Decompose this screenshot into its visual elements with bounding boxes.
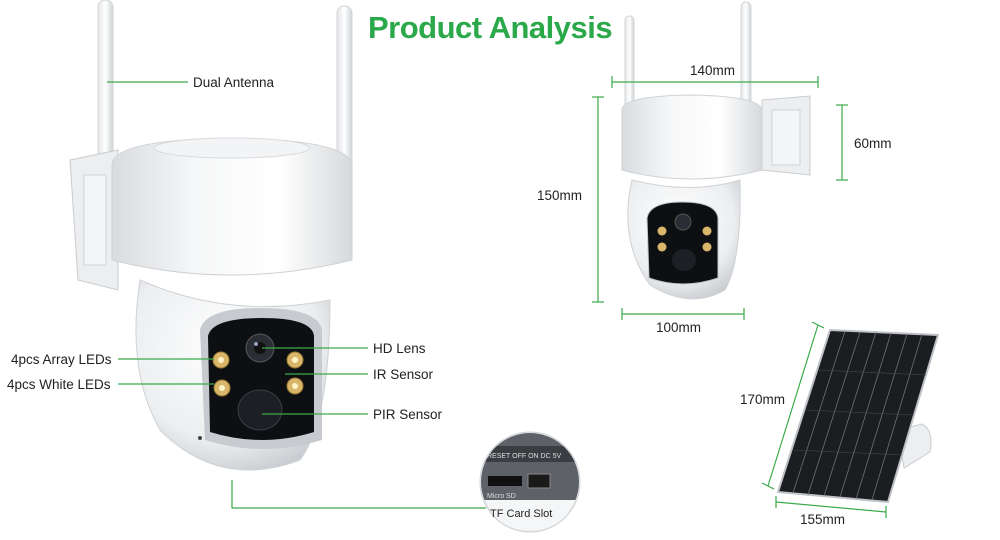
solar-panel [776,328,940,504]
svg-text:RESET OFF ON DC 5V: RESET OFF ON DC 5V [487,453,561,460]
tf-card-slot-label: TF Card Slot [490,508,553,520]
small-camera [621,1,811,300]
large-camera [69,0,353,471]
dual-antenna-label: Dual Antenna [193,75,275,90]
ball-width-label: 100mm [656,320,702,335]
camera-height-label: 150mm [537,188,583,203]
white-leds-label: 4pcs White LEDs [7,377,111,392]
ir-sensor-label: IR Sensor [373,367,434,382]
camera-width-label: 140mm [690,63,736,78]
svg-text:Micro SD: Micro SD [487,493,516,500]
mount-height-label: 60mm [854,136,892,151]
array-leds-label: 4pcs Array LEDs [11,352,112,367]
panel-height-label: 170mm [740,392,786,407]
camera-dimension-lines [592,76,848,320]
page-title: Product Analysis [368,10,613,45]
panel-dimension-lines [761,321,887,518]
hd-lens-label: HD Lens [373,341,426,356]
pir-sensor-label: PIR Sensor [373,407,443,422]
callout-lines [107,81,486,509]
panel-width-label: 155mm [800,512,846,527]
